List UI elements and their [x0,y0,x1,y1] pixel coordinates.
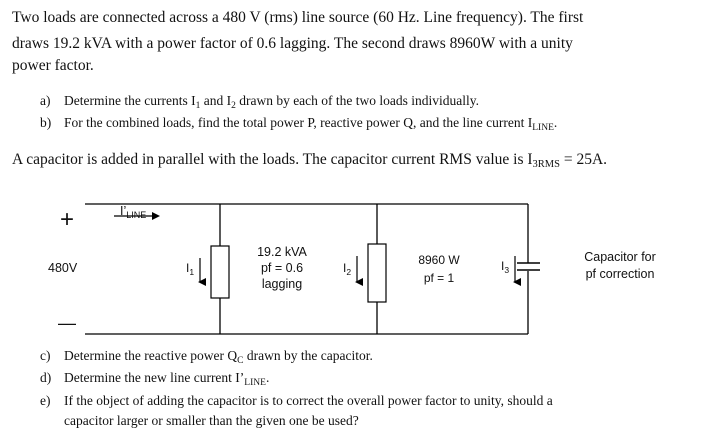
part-c-label: c) [40,348,51,363]
part-c-sub: C [237,356,244,366]
part-d-text-pre: Determine the new line current I’ [64,370,245,385]
load2-label-line2: pf = 1 [423,271,455,285]
load2-label: 8960 W pf = 1 [404,251,474,287]
i2-sub: 2 [346,267,352,277]
load2-box [367,243,387,303]
part-c-text-post: drawn by the capacitor. [243,348,373,363]
i1-label: I1 [186,261,194,277]
capacitor-label-line2: pf correction [585,267,655,281]
part-b-sub: LINE [532,123,554,133]
part-a-text: Determine the currents I1 and I2 drawn b… [64,93,479,111]
i3-sub: 3 [504,265,510,275]
part-a-sub2: 2 [231,101,236,111]
line-current-sub: LINE [126,210,147,220]
load1-box [210,245,230,299]
part-d-label: d) [40,370,52,385]
part-b-label: b) [40,115,52,130]
part-d-sub: LINE [244,378,266,388]
capacitor-sub: 3RMS [532,159,560,170]
i1-sub: 1 [189,267,195,277]
capacitor-label: Capacitor for pf correction [568,249,672,283]
intro-line-3: power factor. [12,57,94,74]
part-b-text-post: . [553,115,558,130]
intro-line-2: draws 19.2 kVA with a power factor of 0.… [12,35,573,52]
part-b-text-pre: For the combined loads, find the total p… [64,115,533,130]
load1-label-line3: lagging [261,277,303,291]
line-current-main: I’ [120,204,127,218]
source-voltage-label: 480V [48,261,78,275]
i3-label: I3 [501,259,509,275]
part-a-sub1: 1 [195,101,201,111]
load1-label-line2: pf = 0.6 [260,261,304,275]
minus-terminal: — [58,313,76,333]
load1-label: 19.2 kVA pf = 0.6 lagging [248,244,316,292]
plus-terminal: + [60,206,75,233]
part-a-label: a) [40,93,51,108]
i2-label: I2 [343,261,351,277]
capacitor-text-post: = 25A. [559,151,608,168]
load2-label-line1: 8960 W [418,253,460,267]
part-d-text: Determine the new line current I’LINE. [64,370,269,388]
capacitor-text-pre: A capacitor is added in parallel with th… [12,151,533,168]
part-c-text: Determine the reactive power QC drawn by… [64,348,373,366]
part-e-line1: If the object of adding the capacitor is… [64,393,553,408]
part-a-text-post: drawn by each of the two loads individua… [235,93,480,108]
part-e-label: e) [40,393,51,408]
i2-main: I [343,261,347,275]
part-d-text-post: . [265,370,270,385]
part-e-line2: capacitor larger or smaller than the giv… [64,413,359,428]
part-b-text: For the combined loads, find the total p… [64,115,557,133]
circuit-wires [85,203,529,335]
part-a-text-pre: Determine the currents I [64,93,196,108]
intro-line-1: Two loads are connected across a 480 V (… [12,9,584,26]
capacitor-label-line1: Capacitor for [584,250,656,264]
i1-main: I [186,261,190,275]
part-c-text-pre: Determine the reactive power Q [64,348,238,363]
load1-label-line1: 19.2 kVA [257,245,307,259]
line-current-label: I’LINE [120,204,146,220]
capacitor-paragraph: A capacitor is added in parallel with th… [12,150,607,175]
part-a-text-mid: and I [200,93,232,108]
i3-main: I [501,259,505,273]
